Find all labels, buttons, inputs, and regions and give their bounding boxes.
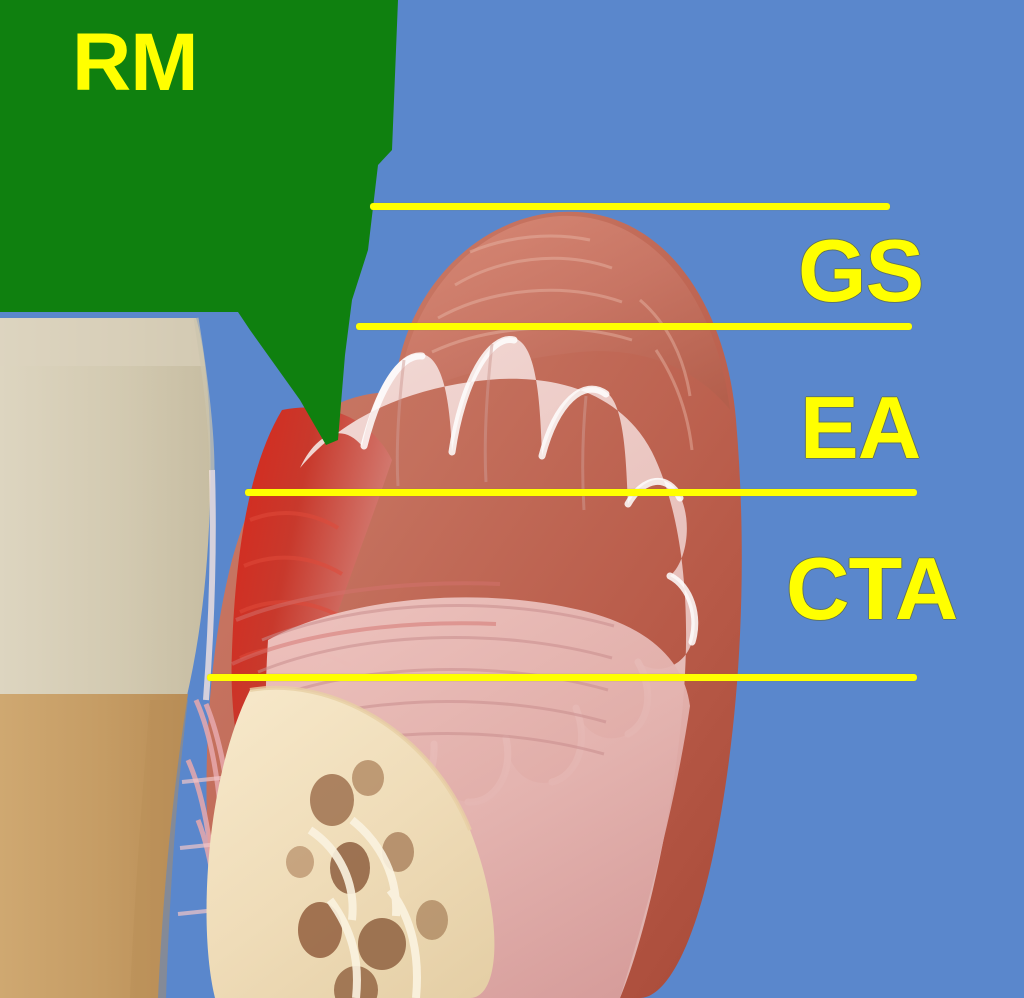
tooth-enamel — [0, 318, 211, 700]
bone-marrow-spaces — [286, 760, 448, 998]
alveolar-bone — [206, 685, 495, 998]
green-marker-overlay — [0, 0, 398, 445]
junctional-epithelium-line — [203, 469, 216, 701]
tooth-root-dentin — [0, 694, 188, 998]
enamel-edge-line — [193, 317, 215, 471]
